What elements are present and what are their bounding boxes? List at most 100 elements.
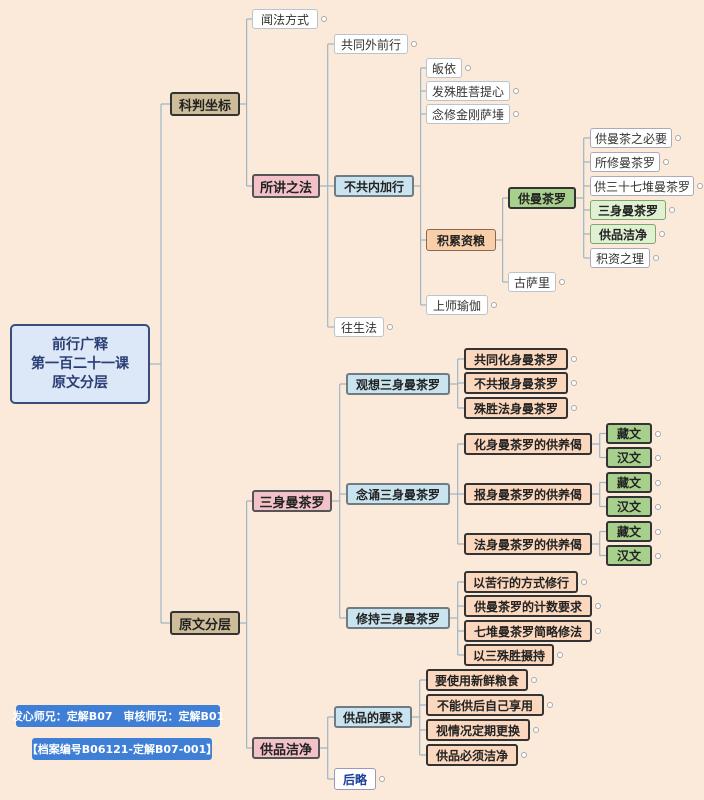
expand-dot[interactable] (655, 454, 661, 461)
connector-node-kepan (240, 18, 252, 187)
expand-dot[interactable] (513, 111, 519, 117)
expand-dot[interactable] (655, 430, 661, 437)
expand-dot[interactable] (653, 255, 659, 261)
connector-node-suojiang (320, 43, 334, 328)
root-line-1: 前行广释 (52, 336, 108, 353)
node-genghuan[interactable]: 视情况定期更换 (426, 719, 530, 741)
node-zang-2[interactable]: 藏文 (606, 472, 652, 493)
node-sanshusheng[interactable]: 以三殊胜摄持 (464, 644, 554, 666)
node-qidui[interactable]: 七堆曼茶罗简略修法 (464, 620, 592, 642)
expand-dot[interactable] (595, 603, 601, 609)
root-line-2: 第一百二十一课 (31, 355, 129, 372)
connector-node-baoshen-ji (592, 481, 606, 508)
node-shangshi[interactable]: 上师瑜伽 (426, 295, 488, 315)
node-gongpin-yaoqiu[interactable]: 供品的要求 (334, 706, 412, 728)
node-zang-1[interactable]: 藏文 (606, 423, 652, 444)
expand-dot[interactable] (581, 579, 587, 585)
connector-root-node (150, 103, 170, 624)
node-han-1[interactable]: 汉文 (606, 447, 652, 468)
credit-badge: 发心师兄：定解B07 审核师兄：定解B01 (12, 705, 224, 727)
node-gongtong[interactable]: 共同外前行 (334, 34, 408, 54)
expand-dot[interactable] (513, 88, 519, 94)
node-wangsheng[interactable]: 往生法 (334, 317, 384, 337)
node-suojiang[interactable]: 所讲之法 (252, 174, 320, 198)
archive-badge: 【档案编号B06121-定解B07-001】 (27, 738, 217, 760)
node-houlue[interactable]: 后略 (334, 768, 376, 790)
connector-node-yuanwen (240, 500, 252, 749)
expand-dot[interactable] (533, 727, 539, 733)
node-37dui[interactable]: 供三十七堆曼茶罗 (590, 176, 694, 196)
node-huashen-gong[interactable]: 共同化身曼茶罗 (464, 348, 568, 370)
node-puti[interactable]: 发殊胜菩提心 (426, 81, 510, 101)
node-sanshen-a[interactable]: 三身曼茶罗 (590, 200, 666, 220)
expand-dot[interactable] (571, 380, 577, 386)
node-han-2[interactable]: 汉文 (606, 496, 652, 517)
expand-dot[interactable] (557, 652, 563, 658)
node-jingang[interactable]: 念修金刚萨埵 (426, 104, 510, 124)
node-niansong[interactable]: 念诵三身曼茶罗 (346, 483, 450, 505)
expand-dot[interactable] (655, 479, 661, 486)
expand-dot[interactable] (321, 16, 327, 22)
expand-dot[interactable] (571, 405, 577, 411)
node-yuanwen[interactable]: 原文分层 (170, 611, 240, 635)
node-biyao[interactable]: 供曼茶之必要 (590, 128, 672, 148)
node-guiyi[interactable]: 皈依 (426, 58, 462, 78)
connector-node-gongpin-yaoqiu (412, 679, 426, 756)
expand-dot[interactable] (387, 324, 393, 330)
expand-dot[interactable] (663, 159, 669, 165)
expand-dot[interactable] (655, 552, 661, 559)
node-zang-3[interactable]: 藏文 (606, 521, 652, 542)
node-bunengxiang[interactable]: 不能供后自己享用 (426, 694, 544, 716)
connector-node-bugong (414, 67, 426, 306)
node-baoshen-ji[interactable]: 报身曼茶罗的供养偈 (464, 483, 592, 505)
connector-node-jiejing (320, 716, 334, 780)
node-xiuchi[interactable]: 修持三身曼茶罗 (346, 607, 450, 629)
node-xinxian[interactable]: 要使用新鲜粮食 (426, 669, 528, 691)
node-han-3[interactable]: 汉文 (606, 545, 652, 566)
node-jizi[interactable]: 积资之理 (590, 248, 650, 268)
expand-dot[interactable] (465, 65, 471, 71)
root-node[interactable]: 前行广释 第一百二十一课 原文分层 (10, 324, 150, 404)
expand-dot[interactable] (531, 677, 537, 683)
node-fashen-gong[interactable]: 殊胜法身曼茶罗 (464, 397, 568, 419)
node-suoxiu[interactable]: 所修曼茶罗 (590, 152, 660, 172)
expand-dot[interactable] (571, 356, 577, 362)
node-gusali[interactable]: 古萨里 (508, 272, 556, 292)
node-gong-mandala[interactable]: 供曼茶罗 (508, 187, 576, 209)
expand-dot[interactable] (655, 528, 661, 535)
connector-node-xiuchi (450, 581, 464, 656)
expand-dot[interactable] (675, 135, 681, 141)
connector-node-jilei (496, 197, 508, 283)
root-line-3: 原文分层 (52, 374, 108, 391)
node-bugong[interactable]: 不共内加行 (334, 175, 414, 197)
expand-dot[interactable] (547, 702, 553, 708)
node-jiejing[interactable]: 供品洁净 (252, 737, 320, 759)
expand-dot[interactable] (521, 752, 527, 758)
node-kuxing[interactable]: 以苦行的方式修行 (464, 571, 578, 593)
node-sanshen[interactable]: 三身曼茶罗 (252, 490, 332, 512)
node-jiejing-a[interactable]: 供品洁净 (590, 224, 656, 244)
expand-dot[interactable] (659, 231, 665, 237)
node-kepan[interactable]: 科判坐标 (170, 92, 240, 116)
node-fashen-ji[interactable]: 法身曼茶罗的供养偈 (464, 533, 592, 555)
expand-dot[interactable] (491, 302, 497, 308)
node-jishu[interactable]: 供曼茶罗的计数要求 (464, 595, 592, 617)
expand-dot[interactable] (559, 279, 565, 285)
node-wenfa[interactable]: 闻法方式 (252, 9, 318, 29)
node-bixujiejing[interactable]: 供品必须洁净 (426, 744, 518, 766)
node-huashen-ji[interactable]: 化身曼茶罗的供养偈 (464, 433, 592, 455)
node-guanxiang[interactable]: 观想三身曼茶罗 (346, 373, 450, 395)
node-jilei[interactable]: 积累资粮 (426, 229, 496, 251)
expand-dot[interactable] (411, 41, 417, 47)
node-baoshen-gong[interactable]: 不共报身曼茶罗 (464, 372, 568, 394)
expand-dot[interactable] (595, 628, 601, 634)
expand-dot[interactable] (669, 207, 675, 213)
connector-node-gong-mandala (576, 137, 590, 259)
connector-node-huashen-ji (592, 432, 606, 459)
expand-dot[interactable] (379, 776, 385, 782)
expand-dot[interactable] (655, 503, 661, 510)
connector-node-sanshen (332, 383, 346, 619)
expand-dot[interactable] (697, 183, 703, 189)
